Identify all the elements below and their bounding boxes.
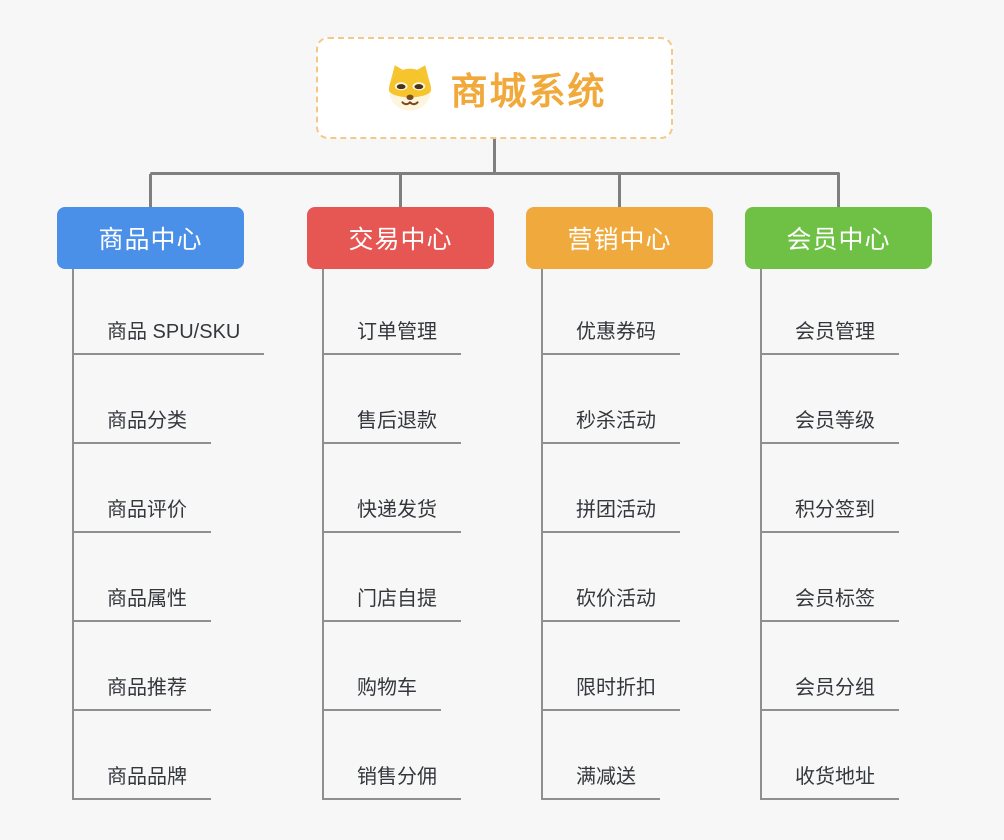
dog-face-icon: [388, 65, 431, 111]
connector-bus: [150, 172, 840, 175]
child-node[interactable]: 商品评价: [72, 495, 211, 533]
child-node[interactable]: 门店自提: [322, 584, 461, 622]
child-node[interactable]: 会员等级: [760, 406, 899, 444]
root-title: 商城系统: [450, 71, 607, 112]
child-node[interactable]: 商品品牌: [72, 762, 211, 800]
child-node[interactable]: 商品属性: [72, 584, 211, 622]
branch-node-product-center[interactable]: 商品中心: [57, 207, 244, 269]
branch-node-member-center[interactable]: 会员中心: [745, 207, 932, 269]
child-node[interactable]: 满减送: [541, 762, 660, 800]
child-node[interactable]: 售后退款: [322, 406, 461, 444]
child-node[interactable]: 商品分类: [72, 406, 211, 444]
child-node[interactable]: 商品推荐: [72, 673, 211, 711]
root-node[interactable]: 商城系统: [316, 37, 673, 139]
child-node[interactable]: 砍价活动: [541, 584, 680, 622]
child-node[interactable]: 快递发货: [322, 495, 461, 533]
connector-drop-3: [618, 174, 621, 207]
children-member-center: 会员管理 会员等级 积分签到 会员标签 会员分组 收货地址: [745, 269, 985, 800]
child-node[interactable]: 购物车: [322, 673, 441, 711]
child-node[interactable]: 会员分组: [760, 673, 899, 711]
connector-drop-1: [149, 174, 152, 207]
connector-root-stub: [493, 139, 496, 173]
branch-node-trade-center[interactable]: 交易中心: [307, 207, 494, 269]
child-node[interactable]: 限时折扣: [541, 673, 680, 711]
child-node[interactable]: 秒杀活动: [541, 406, 680, 444]
connector-drop-4: [837, 174, 840, 207]
child-node[interactable]: 拼团活动: [541, 495, 680, 533]
children-trade-center: 订单管理 售后退款 快递发货 门店自提 购物车 销售分佣: [307, 269, 547, 800]
connector-drop-2: [399, 174, 402, 207]
branch-node-marketing-center[interactable]: 营销中心: [526, 207, 713, 269]
children-product-center: 商品 SPU/SKU 商品分类 商品评价 商品属性 商品推荐 商品品牌: [57, 269, 297, 800]
child-node[interactable]: 会员管理: [760, 317, 899, 355]
child-node[interactable]: 销售分佣: [322, 762, 461, 800]
child-node[interactable]: 收货地址: [760, 762, 899, 800]
child-node[interactable]: 会员标签: [760, 584, 899, 622]
child-node[interactable]: 订单管理: [322, 317, 461, 355]
child-node[interactable]: 优惠券码: [541, 317, 680, 355]
child-node[interactable]: 商品 SPU/SKU: [72, 317, 265, 355]
children-marketing-center: 优惠券码 秒杀活动 拼团活动 砍价活动 限时折扣 满减送: [526, 269, 766, 800]
child-node[interactable]: 积分签到: [760, 495, 899, 533]
